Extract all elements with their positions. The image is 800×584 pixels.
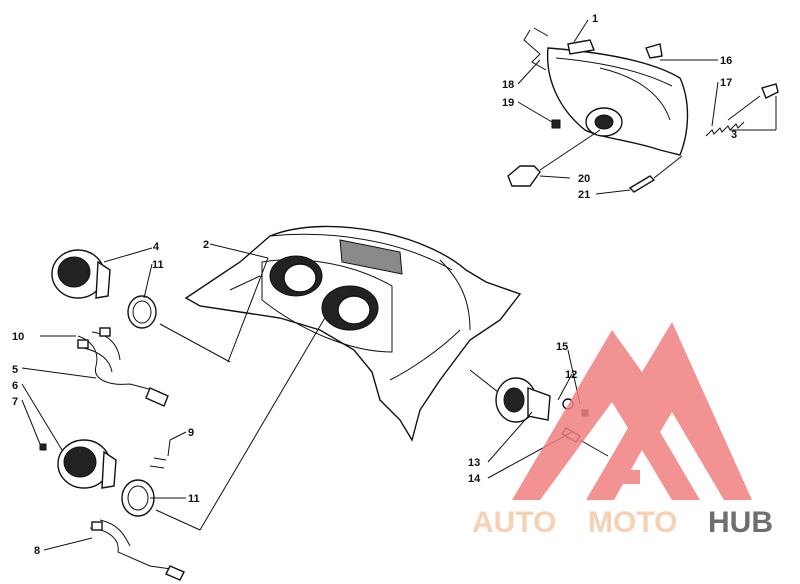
- watermark-text-auto: AUTO: [472, 506, 556, 539]
- headlight-assembly: [507, 27, 779, 193]
- callout-labels: 1 2 3 4 5 6 7 8 9 10 11 11 12 15 13 14 1…: [12, 13, 737, 557]
- callout-12: 12: [565, 369, 577, 381]
- callout-9: 9: [188, 427, 194, 439]
- callout-14: 14: [468, 473, 481, 485]
- callout-5: 5: [12, 364, 18, 376]
- callout-15: 15: [556, 341, 568, 353]
- callout-18: 18: [502, 79, 514, 91]
- callout-6: 6: [12, 380, 18, 392]
- gauge-lower: [39, 439, 167, 517]
- callout-8: 8: [34, 545, 40, 557]
- callout-21: 21: [578, 189, 590, 201]
- gauge-upper: [51, 249, 157, 329]
- callout-2: 2: [203, 239, 209, 251]
- watermark-text-moto: MOTO: [588, 506, 677, 539]
- callout-19: 19: [502, 97, 514, 109]
- dashboard-hood: [184, 225, 522, 442]
- callout-11-lower: 11: [188, 493, 200, 505]
- callout-4: 4: [153, 241, 160, 253]
- watermark: AUTO MOTO HUB: [472, 322, 773, 539]
- callout-17: 17: [720, 77, 732, 89]
- callout-10: 10: [12, 331, 24, 343]
- wiring-harness-upper: [77, 327, 169, 407]
- callout-7: 7: [12, 396, 18, 408]
- callout-16: 16: [720, 55, 732, 67]
- watermark-text-hub: HUB: [708, 506, 773, 539]
- leader-lines-main: [21, 243, 581, 551]
- wiring-harness-lower: [89, 519, 185, 581]
- callout-3: 3: [731, 129, 737, 141]
- callout-1: 1: [592, 13, 598, 25]
- callout-13: 13: [468, 457, 480, 469]
- callout-20: 20: [578, 173, 590, 185]
- watermark-logo-icon: [512, 322, 752, 500]
- callout-11-upper: 11: [152, 259, 164, 271]
- leader-lines-top: [517, 19, 777, 195]
